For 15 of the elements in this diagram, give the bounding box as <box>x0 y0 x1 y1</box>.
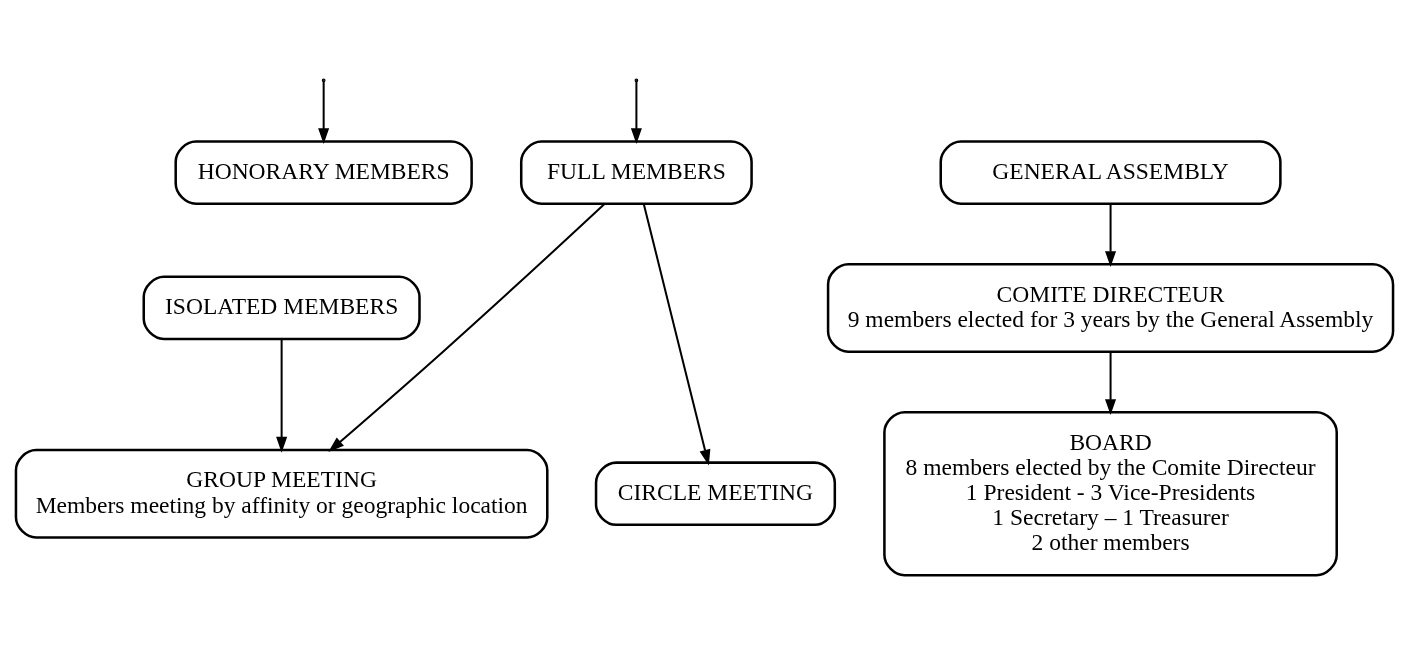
node-box: CIRCLE MEETING <box>594 461 837 527</box>
arrow <box>276 339 288 453</box>
node-box: HONORARY MEMBERS <box>174 140 473 205</box>
node-box: BOARD 8 members elected by the Comite Directeur 1 President - 3 Vice-Presidents 1 Secretary – 1 Treasurer 2 other members <box>883 410 1338 577</box>
arrow <box>328 203 606 452</box>
arrow <box>642 203 711 466</box>
node-box: GROUP MEETING Members meeting by affinity or geographic location <box>14 448 549 539</box>
arrow <box>1105 351 1117 415</box>
node-box: COMITE DIRECTEUR 9 members elected for 3 years by the General Assembly <box>826 262 1395 353</box>
node-box: GENERAL ASSEMBLY <box>939 140 1282 205</box>
node-box: FULL MEMBERS <box>519 140 753 205</box>
node-box: ISOLATED MEMBERS <box>142 275 421 341</box>
arrow <box>318 81 330 145</box>
arrow <box>1105 204 1117 267</box>
arrow <box>630 81 642 145</box>
